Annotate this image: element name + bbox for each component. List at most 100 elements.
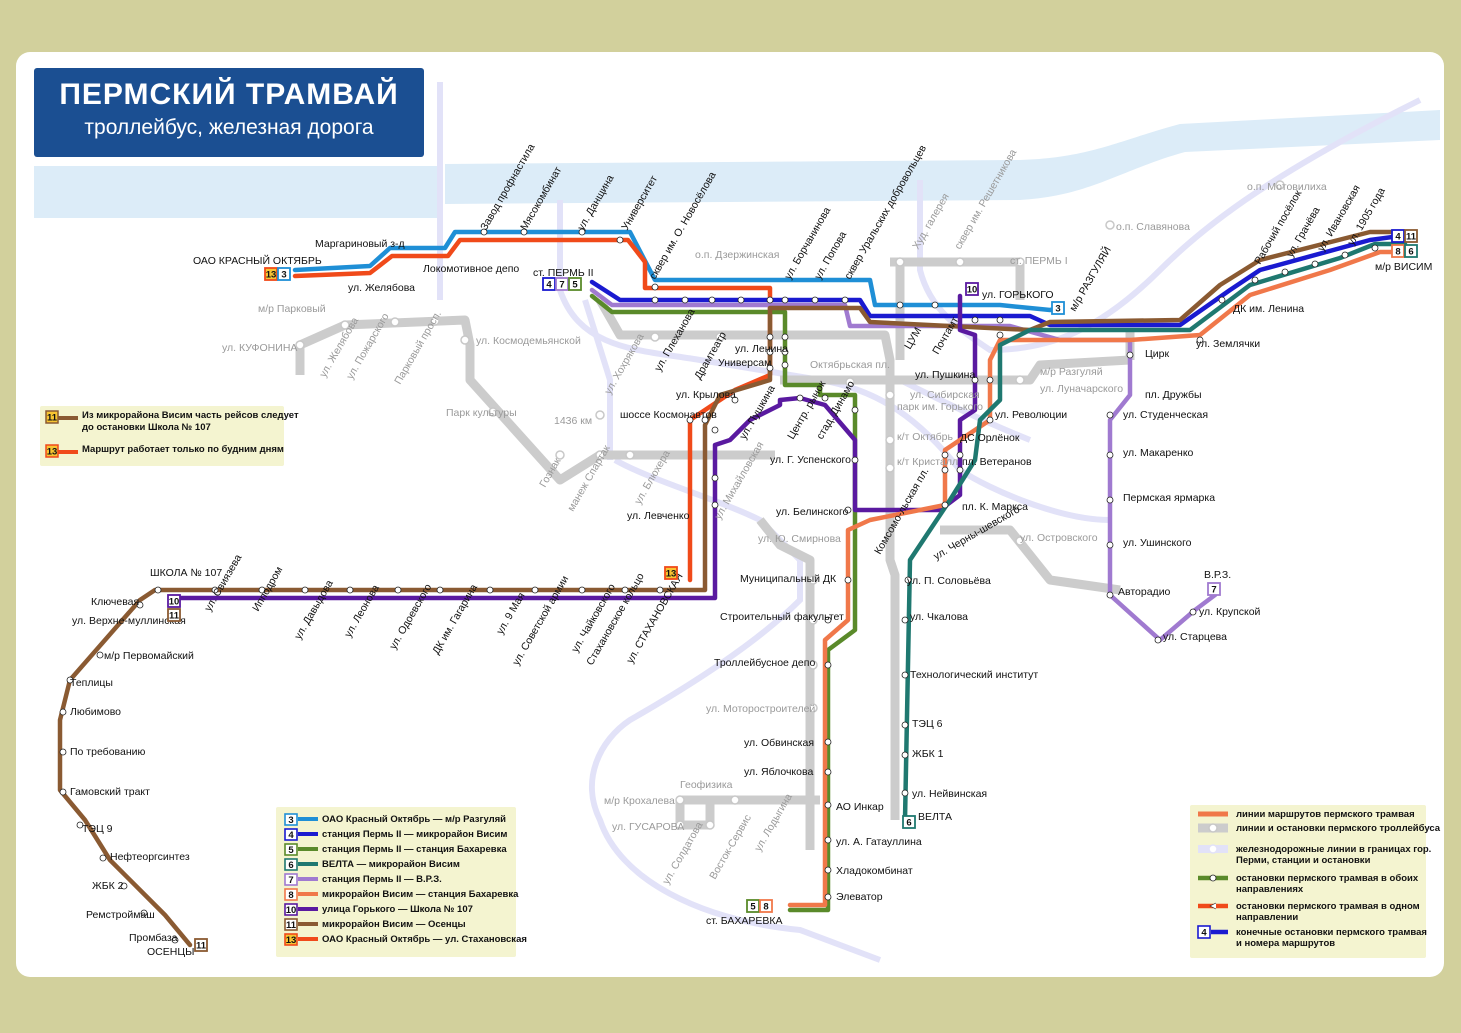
trolleybus-stop bbox=[955, 257, 965, 267]
tram-stop bbox=[956, 466, 964, 474]
legend-route-text: ВЕЛТА — микрорайон Висим bbox=[322, 859, 460, 870]
terminal-badge: 5 bbox=[568, 277, 582, 291]
legend-route-number: 3 bbox=[288, 815, 293, 826]
route-4-line bbox=[589, 233, 1403, 328]
tram-stop bbox=[781, 296, 789, 304]
tram-stop bbox=[66, 676, 74, 684]
tram-stop bbox=[651, 296, 659, 304]
label-zemlyachki: ул. Землячки bbox=[1196, 338, 1260, 350]
trolleybus-stop bbox=[845, 377, 855, 387]
tram-stop bbox=[1371, 244, 1379, 252]
title-subtitle: троллейбус, железная дорога bbox=[84, 116, 374, 139]
terminal-badge: 8 bbox=[759, 899, 773, 913]
key-legend-text: остановки пермского трамвая в обоих bbox=[1236, 873, 1419, 884]
legend-route-number: 11 bbox=[286, 920, 297, 931]
tram-stop bbox=[301, 586, 309, 594]
tram-stop bbox=[824, 768, 832, 776]
tram-stop bbox=[844, 506, 852, 514]
legend-route-text: улица Горького — Школа № 107 bbox=[322, 904, 473, 915]
tram-stop bbox=[737, 296, 745, 304]
tram-stop bbox=[971, 316, 979, 324]
badge-number: 6 bbox=[906, 818, 911, 829]
glabel-geofizika: Геофизика bbox=[680, 779, 733, 791]
key-legend-text: линии маршрутов пермского трамвая bbox=[1236, 809, 1415, 820]
trolleybus-stop bbox=[555, 450, 565, 460]
terminal-badge: 11 bbox=[194, 938, 208, 952]
trolleybus-stop bbox=[460, 335, 470, 345]
label-stroit-fak: Строительный факультет bbox=[720, 611, 844, 623]
tram-stops bbox=[59, 180, 1379, 944]
label-chkalova: ул. Чкалова bbox=[910, 611, 968, 623]
label-shosse: шоссе Космонавтов bbox=[620, 409, 717, 421]
tram-stop bbox=[824, 893, 832, 901]
label-revolyutsii: ул. Революции bbox=[995, 409, 1067, 421]
badge-number: 5 bbox=[572, 280, 578, 291]
note-text: Маршрут работает только по будним дням bbox=[82, 444, 284, 455]
tram-stop bbox=[996, 331, 1004, 339]
label-verkhne: ул. Верхне-муллинская bbox=[72, 615, 186, 627]
tram-stop bbox=[486, 586, 494, 594]
badge-number: 8 bbox=[1395, 247, 1400, 258]
terminal-badge: 7 bbox=[1207, 582, 1221, 596]
legend-route-number: 7 bbox=[288, 875, 293, 886]
trolleybus-stop bbox=[675, 795, 685, 805]
glabel-1436: 1436 км bbox=[554, 415, 592, 427]
tram-stop bbox=[824, 866, 832, 874]
label-p-solovyova: ул. П. Соловьёва bbox=[907, 575, 991, 587]
label-tets6: ТЭЦ 6 bbox=[912, 718, 943, 730]
tram-stop bbox=[1106, 591, 1114, 599]
terminal-badge: 3 bbox=[277, 267, 291, 281]
label-zhbk2: ЖБК 2 bbox=[92, 880, 124, 892]
tram-stop bbox=[578, 228, 586, 236]
tram-stop bbox=[531, 586, 539, 594]
route-11-line bbox=[57, 229, 1403, 948]
tram-stop bbox=[824, 801, 832, 809]
legend-route-number: 5 bbox=[288, 845, 294, 856]
notes-bg bbox=[40, 406, 284, 466]
glabel-gusarova: ул. ГУСАРОВА bbox=[612, 821, 684, 833]
tram-stop bbox=[140, 909, 148, 917]
tram-stop bbox=[154, 586, 162, 594]
trolleybus-stop bbox=[715, 332, 725, 342]
key-legend-text: остановки пермского трамвая в одном bbox=[1236, 901, 1420, 912]
glabel-parkovy: м/р Парковый bbox=[258, 303, 326, 315]
label-gataullina: ул. А. Гатауллина bbox=[836, 836, 922, 848]
tram-stop bbox=[996, 316, 1004, 324]
key-legend-bg bbox=[1190, 805, 1426, 958]
trolleybus-stop bbox=[390, 317, 400, 327]
tram-stop bbox=[824, 661, 832, 669]
label-avtoradio: Авторадио bbox=[1118, 586, 1171, 598]
tram-stop bbox=[171, 936, 179, 944]
legend-route-badge bbox=[284, 918, 298, 931]
legend-route-number: 4 bbox=[288, 830, 294, 841]
trolleybus-stop bbox=[488, 407, 498, 417]
badge-number: 8 bbox=[763, 902, 768, 913]
label-pushkina: ул. Пушкина bbox=[915, 369, 975, 381]
key-legend-text-2: направлениях bbox=[1236, 884, 1304, 895]
trolleybus-stop bbox=[595, 450, 605, 460]
label-gorkogo: ул. ГОРЬКОГО bbox=[982, 289, 1054, 301]
tram-stop bbox=[1106, 496, 1114, 504]
label-klyuchevaya: Ключевая bbox=[91, 596, 139, 608]
tram-stop bbox=[986, 416, 994, 424]
trolleybus-stop bbox=[730, 795, 740, 805]
route-10-line bbox=[172, 293, 978, 601]
note-number: 13 bbox=[47, 447, 58, 458]
tram-stop bbox=[766, 296, 774, 304]
tram-stop bbox=[901, 751, 909, 759]
key-legend-text: железнодорожные линии в границах гор. bbox=[1235, 844, 1431, 855]
tram-stop bbox=[436, 586, 444, 594]
tram-stop bbox=[941, 466, 949, 474]
label-lokomotivnoe: Локомотивное депо bbox=[423, 263, 519, 275]
glabel-krokhaleva: м/р Крохалева bbox=[604, 795, 675, 807]
legend-route-badge bbox=[284, 858, 298, 871]
legend-route-text: ОАО Красный Октябрь — ул. Стахановская bbox=[322, 934, 527, 945]
key-legend-text-2: направлении bbox=[1236, 912, 1298, 923]
badge-number: 4 bbox=[1395, 232, 1401, 243]
trolleybus-stop bbox=[625, 450, 635, 460]
label-makarenko: ул. Макаренко bbox=[1123, 447, 1194, 459]
glabel-kufonina: ул. КУФОНИНА bbox=[222, 342, 297, 354]
badge-number: 4 bbox=[546, 280, 552, 291]
